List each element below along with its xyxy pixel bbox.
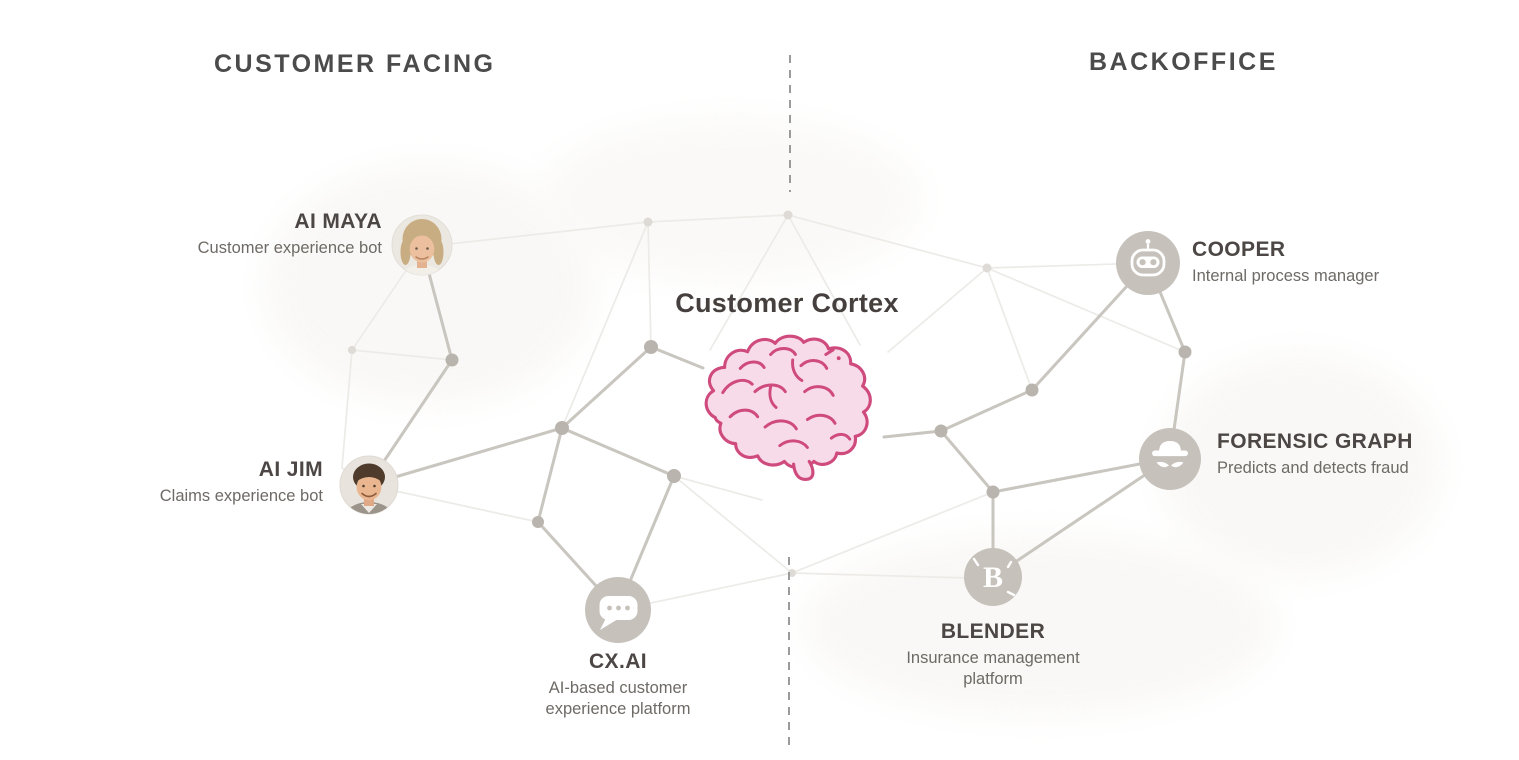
section-title-customer-facing: CUSTOMER FACING <box>214 50 496 78</box>
forensic-graph-subtitle: Predicts and detects fraud <box>1217 459 1409 477</box>
robot-icon <box>1130 239 1166 277</box>
divider-dashed-line <box>788 55 791 745</box>
blender-node: B <box>964 548 1022 606</box>
cooper-node <box>1116 231 1180 295</box>
ai-jim-subtitle: Claims experience bot <box>159 487 323 505</box>
cooper-subtitle: Internal process manager <box>1192 267 1380 285</box>
node-label-ai-maya: AI MAYA Customer experience bot <box>82 210 382 259</box>
letter-b-glyph: B <box>983 561 1003 594</box>
cx-ai-title: CX.AI <box>588 650 647 673</box>
cooper-title: COOPER <box>1192 238 1286 261</box>
node-label-cx-ai: CX.AI AI-based customer experience platf… <box>513 650 723 720</box>
blender-title: BLENDER <box>940 620 1046 643</box>
forensic-graph-node <box>1139 428 1201 490</box>
cx-ai-node <box>585 577 651 643</box>
ai-jim-title: AI JIM <box>258 458 323 481</box>
junction-dots <box>445 340 1192 528</box>
letter-b-icon: B <box>972 557 1016 597</box>
node-label-forensic-graph: FORENSIC GRAPH Predicts and detects frau… <box>1217 430 1517 479</box>
man-avatar <box>339 455 399 515</box>
ai-maya-subtitle: Customer experience bot <box>197 239 382 257</box>
customer-cortex-title: Customer Cortex <box>675 288 899 318</box>
node-label-cooper: COOPER Internal process manager <box>1192 238 1512 287</box>
chat-bubble-icon <box>599 596 638 630</box>
node-label-blender: BLENDER Insurance management platform <box>888 620 1098 690</box>
spy-icon <box>1152 441 1188 468</box>
forensic-graph-title: FORENSIC GRAPH <box>1217 430 1413 453</box>
blender-subtitle: Insurance management platform <box>906 649 1080 689</box>
cx-ai-subtitle: AI-based customer experience platform <box>545 679 691 719</box>
brain-icon <box>704 334 872 481</box>
section-title-backoffice: BACKOFFICE <box>1089 48 1278 76</box>
ai-maya-title: AI MAYA <box>294 210 382 233</box>
node-label-ai-jim: AI JIM Claims experience bot <box>23 458 323 507</box>
background-blobs <box>265 120 1440 715</box>
woman-avatar <box>391 214 453 276</box>
